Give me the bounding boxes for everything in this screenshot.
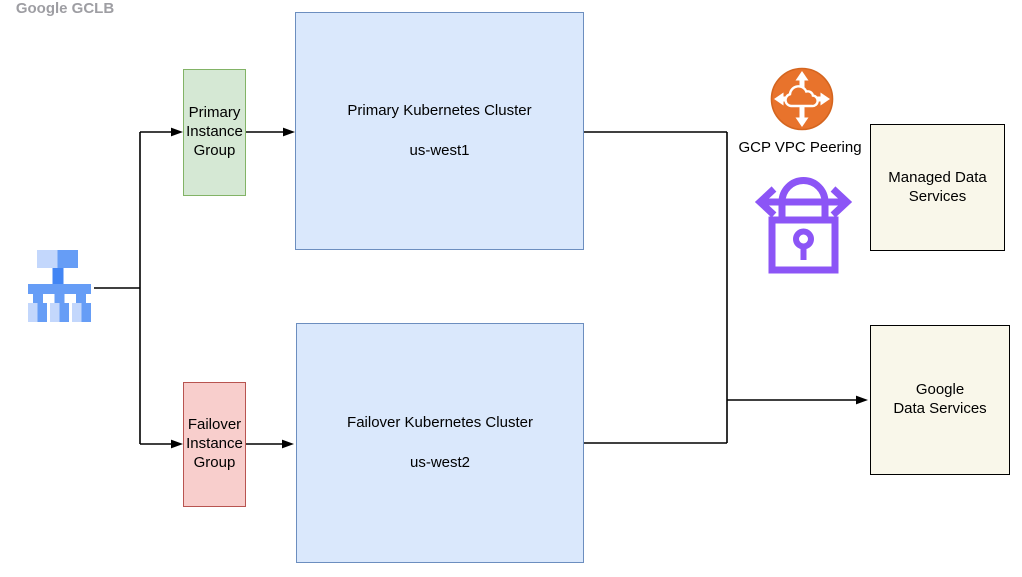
failover-instance-group-box: Failover Instance Group xyxy=(183,382,246,507)
load-balancer-icon xyxy=(28,250,91,322)
failover-kubernetes-cluster-box: Failover Kubernetes Cluster us-west2 xyxy=(296,323,584,563)
failover-cluster-title: Failover Kubernetes Cluster xyxy=(347,413,533,431)
failover-instance-group-label: Failover Instance Group xyxy=(186,416,243,471)
primary-instance-group-box: Primary Instance Group xyxy=(183,69,246,196)
primary-instance-group-label: Primary Instance Group xyxy=(186,104,243,159)
failover-cluster-region: us-west2 xyxy=(409,453,471,471)
arrowhead xyxy=(283,127,295,137)
primary-kubernetes-cluster-box: Primary Kubernetes Cluster us-west1 xyxy=(295,12,584,250)
lock-bidirectional-arrow-icon xyxy=(755,177,853,274)
google-data-services-box: Google Data Services xyxy=(870,325,1010,475)
gcp-vpc-peering-label: GCP VPC Peering xyxy=(738,139,862,156)
gclb-label: Google GCLB xyxy=(15,0,115,17)
arrowhead xyxy=(171,439,183,449)
primary-cluster-title: Primary Kubernetes Cluster xyxy=(347,101,532,119)
google-data-services-label: Google Data Services xyxy=(893,381,987,417)
arrowhead xyxy=(282,439,294,449)
managed-data-services-box: Managed Data Services xyxy=(870,124,1005,251)
primary-cluster-region: us-west1 xyxy=(409,141,470,159)
arrowhead xyxy=(856,395,868,405)
arrowhead xyxy=(171,127,183,137)
cloud-router-arrows-icon xyxy=(770,67,834,131)
managed-data-services-label: Managed Data Services xyxy=(888,168,987,205)
